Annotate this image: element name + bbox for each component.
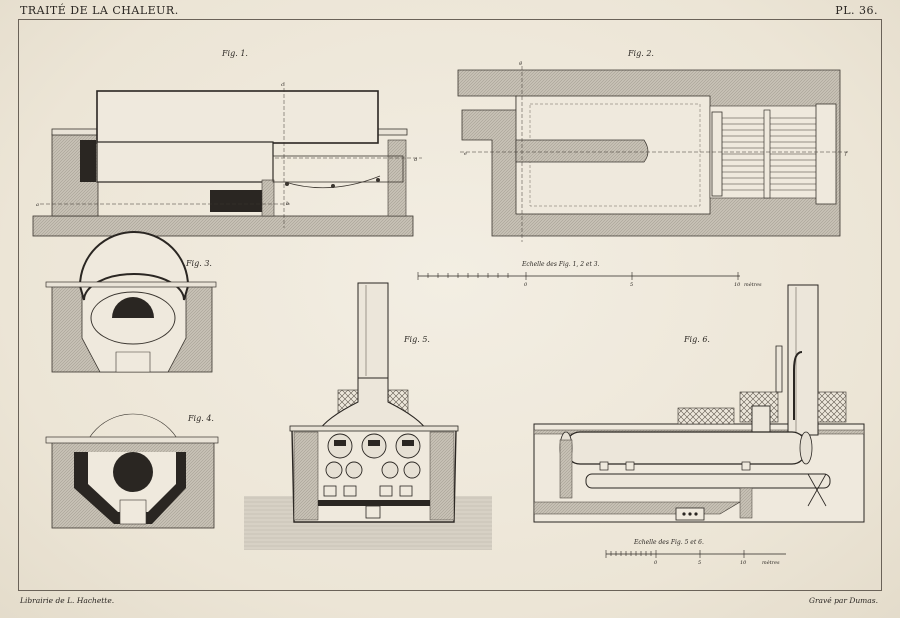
section-letter-g: g (519, 60, 522, 66)
scale-a-tick-10: 10 (734, 282, 741, 288)
figure-2-drawing: Fig. 2. g e f (457, 49, 850, 242)
plate-number: PL. 36. (835, 4, 878, 17)
figure-1-drawing: Fig. 1. c a b d (32, 49, 422, 237)
scale-bar-fig-5-6: Echelle des Fig. 5 et 6. 0 5 10 mètres (605, 539, 786, 566)
section-letter-e: e (464, 151, 467, 157)
section-letter-c: c (281, 82, 284, 88)
figure-2-label: Fig. 2. (627, 49, 654, 58)
scale-b-tick-5: 5 (698, 560, 701, 566)
scale-b-unit: mètres (762, 559, 780, 566)
figure-4-drawing: Fig. 4. (45, 413, 219, 529)
section-letter-b: b (286, 201, 289, 207)
plate-title: TRAITÉ DE LA CHALEUR. (20, 4, 179, 17)
section-letter-d: d (414, 157, 417, 163)
publisher-credit: Librairie de L. Hachette. (20, 596, 115, 605)
scale-a-tick-0: 0 (524, 282, 528, 288)
section-letter-f: f (844, 151, 848, 157)
scale-bar-fig-1-2-3: Echelle des Fig. 1, 2 et 3. 0 5 10 mètre… (417, 261, 762, 288)
figure-3-drawing: Fig. 3. (45, 231, 217, 373)
scale-a-unit: mètres (744, 281, 762, 288)
figure-3-label: Fig. 3. (185, 259, 212, 268)
engraver-credit: Gravé par Dumas. (808, 596, 878, 605)
section-letter-a: a (36, 202, 39, 208)
figure-5-drawing: Fig. 5. (244, 282, 492, 550)
figure-6-label: Fig. 6. (683, 335, 710, 344)
figure-5-label: Fig. 5. (403, 335, 430, 344)
scale-b-tick-10: 10 (740, 560, 747, 566)
figure-6-drawing: Fig. 6. (533, 284, 865, 523)
figure-1-label: Fig. 1. (221, 49, 248, 58)
plate-frame (18, 19, 882, 591)
figure-4-label: Fig. 4. (187, 414, 214, 423)
scale-a-caption: Echelle des Fig. 1, 2 et 3. (521, 261, 600, 268)
scale-b-caption: Echelle des Fig. 5 et 6. (633, 539, 704, 546)
scale-b-tick-0: 0 (654, 560, 658, 566)
scale-a-tick-5: 5 (630, 282, 633, 288)
